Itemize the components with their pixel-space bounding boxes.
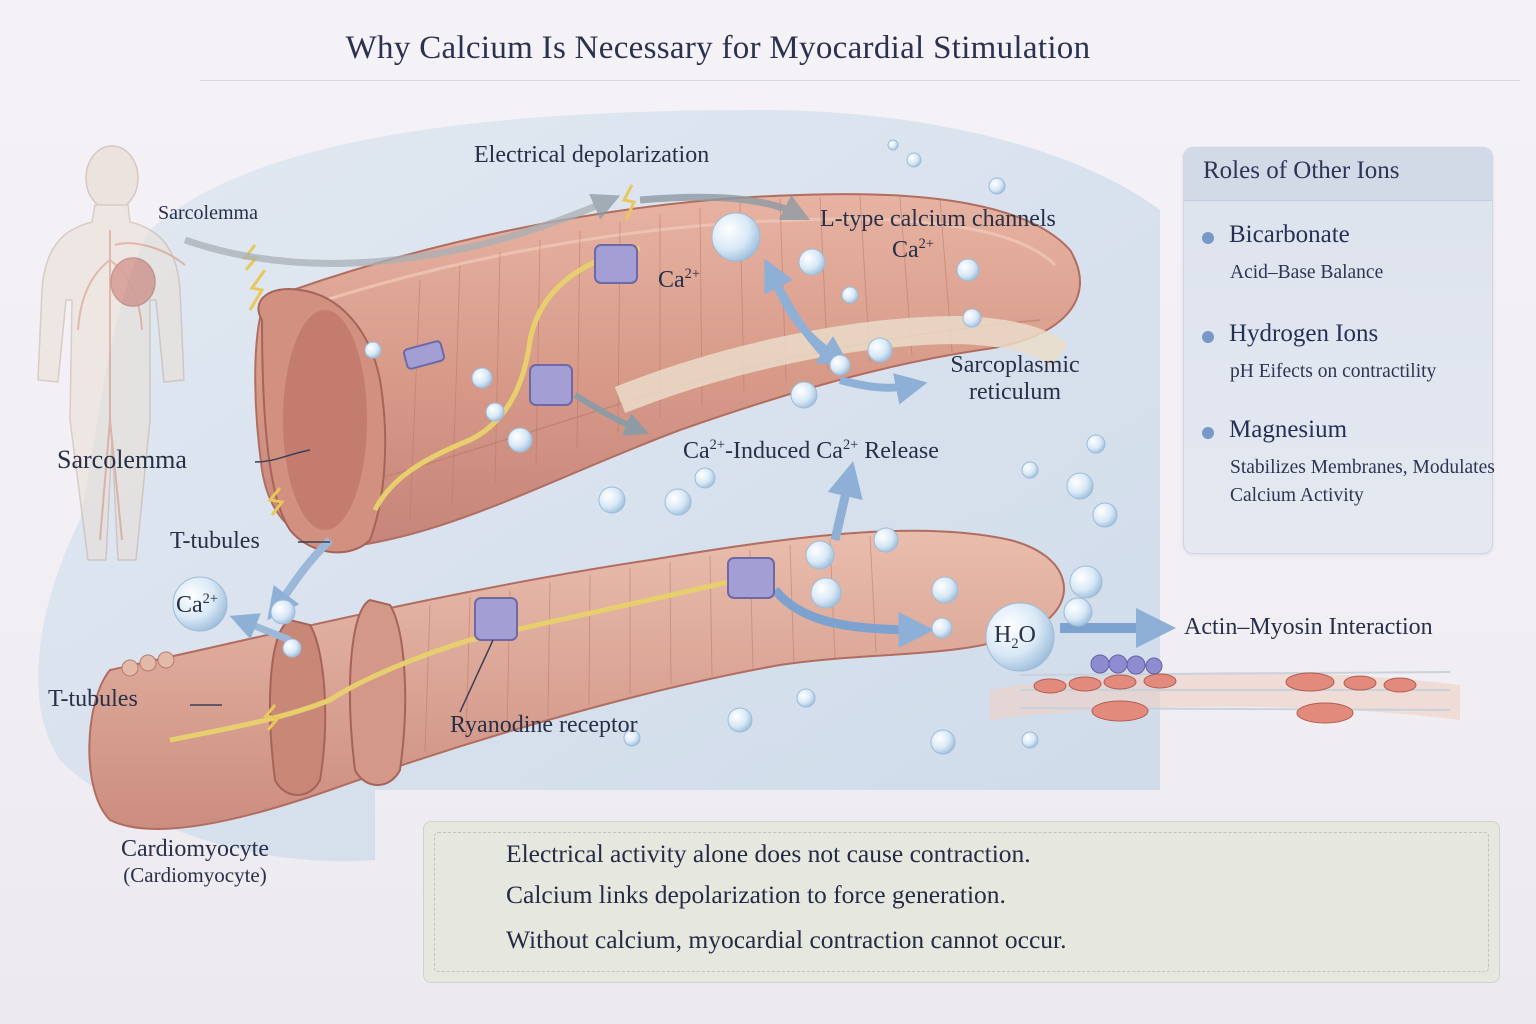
summary-line: Calcium links depolarization to force ge… bbox=[506, 880, 1006, 909]
ion-name: Magnesium bbox=[1229, 416, 1348, 443]
bullet-icon bbox=[1202, 331, 1214, 343]
title-divider bbox=[200, 80, 1520, 81]
ions-panel-title: Roles of Other Ions bbox=[1203, 157, 1400, 184]
summary-line: Electrical activity alone does not cause… bbox=[506, 839, 1031, 868]
label-sarcolemma-top: Sarcolemma bbox=[158, 202, 258, 224]
leader-lines bbox=[190, 449, 494, 713]
lightning-marks bbox=[241, 184, 637, 731]
label-sarcolemma-main: Sarcolemma bbox=[57, 445, 187, 474]
label-electrical-depolarization: Electrical depolarization bbox=[474, 142, 710, 168]
label-t-tubules-upper: T-tubules bbox=[170, 528, 260, 554]
summary-box: Electrical activity alone does not cause… bbox=[423, 821, 1500, 983]
label-ryanodine-receptor: Ryanodine receptor bbox=[450, 712, 638, 738]
summary-line: Without calcium, myocardial contraction … bbox=[506, 925, 1067, 954]
bullet-icon bbox=[1202, 427, 1214, 439]
label-actin-myosin: Actin–Myosin Interaction bbox=[1184, 614, 1433, 640]
label-l-type-channels: L-type calcium channels bbox=[820, 206, 1056, 232]
ions-panel-header: Roles of Other Ions bbox=[1184, 148, 1492, 201]
ion-description: pH Eifects on contractility bbox=[1230, 361, 1437, 382]
label-ca-channel: Ca2+ bbox=[658, 266, 700, 293]
calcium-channels bbox=[402, 244, 775, 641]
label-ca-bubble: Ca2+ bbox=[176, 591, 218, 618]
ion-name: Bicarbonate bbox=[1229, 221, 1350, 248]
label-cardiomyocyte: Cardiomyocyte(Cardiomyocyte) bbox=[121, 836, 269, 887]
human-figure bbox=[37, 145, 186, 561]
ions-panel: Roles of Other Ions Bicarbonate Acid–Bas… bbox=[1183, 147, 1495, 554]
ion-bubbles bbox=[172, 139, 1118, 755]
diagram-title: Why Calcium Is Necessary for Myocardial … bbox=[345, 30, 1091, 66]
label-water: H2O bbox=[994, 622, 1036, 652]
ion-name: Hydrogen Ions bbox=[1229, 320, 1379, 347]
ion-description: Acid–Base Balance bbox=[1230, 262, 1384, 283]
ion-description: Stabilizes Membranes, Modulates Calcium … bbox=[1230, 457, 1495, 506]
bullet-icon bbox=[1202, 232, 1214, 244]
label-cicr: Ca2+-Induced Ca2+ Release bbox=[683, 437, 939, 464]
actin-myosin-filament bbox=[990, 654, 1460, 724]
process-arrows bbox=[183, 193, 1176, 648]
t-tubule-paths bbox=[169, 245, 761, 743]
summary-border bbox=[434, 832, 1489, 972]
label-t-tubules-lower: T-tubules bbox=[48, 686, 138, 712]
label-ca-l-type: Ca2+ bbox=[892, 236, 934, 263]
